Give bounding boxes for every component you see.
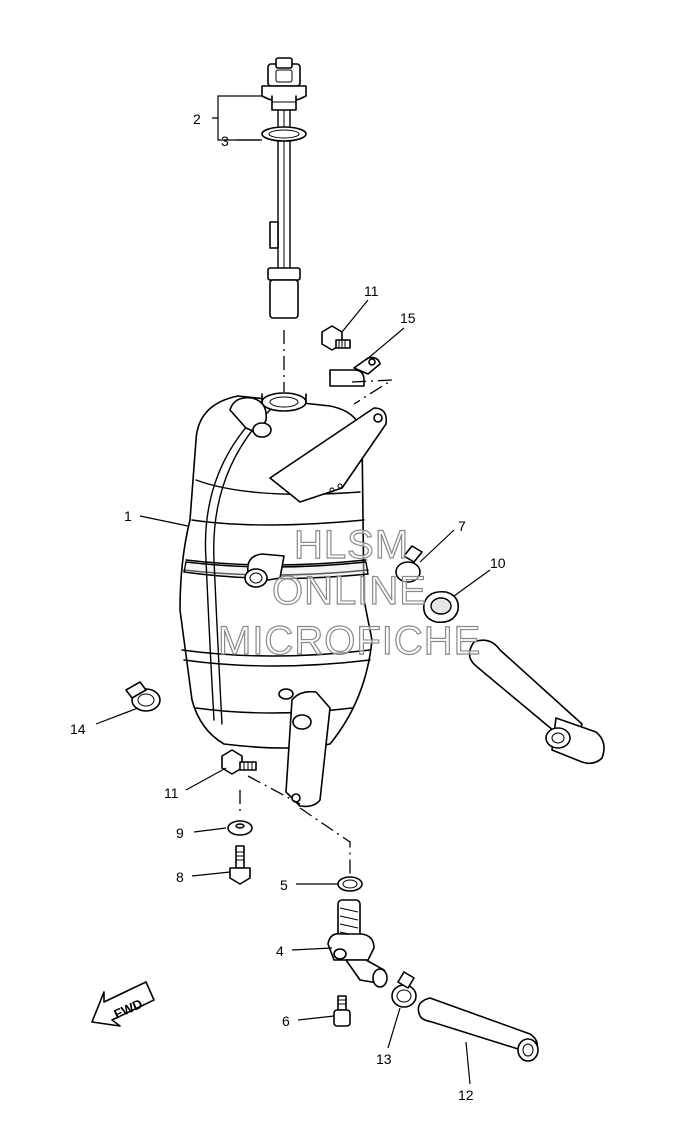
callout-1: 1 <box>124 508 132 524</box>
callout-8: 8 <box>176 869 184 885</box>
screw-6 <box>333 995 351 1027</box>
callout-14: 14 <box>70 721 86 737</box>
assembly-centerlines <box>239 330 395 874</box>
callout-10: 10 <box>490 555 506 571</box>
fuel-hose-right <box>468 639 605 765</box>
callout-11-lower: 11 <box>164 785 179 801</box>
callout-12: 12 <box>458 1087 474 1103</box>
callout-7: 7 <box>458 518 466 534</box>
watermark-line-3: MICROFICHE <box>218 619 481 663</box>
callout-3: 3 <box>221 133 229 149</box>
callout-4: 4 <box>276 943 284 959</box>
callout-labels: 2 3 11 15 1 7 10 14 11 9 8 5 4 6 13 12 <box>70 111 506 1103</box>
fuel-tank <box>179 392 388 808</box>
o-ring-3 <box>261 126 307 142</box>
bolt-11-lower <box>221 749 257 775</box>
callout-leaders <box>95 95 491 1085</box>
fuel-fitting-4 <box>327 899 388 988</box>
bolt-8 <box>229 845 251 885</box>
forward-arrow-icon: FWD <box>91 981 155 1027</box>
fuel-sender-unit <box>261 57 307 319</box>
callout-13: 13 <box>376 1051 392 1067</box>
callout-15: 15 <box>400 310 416 326</box>
hose-clamp-13 <box>391 971 417 1008</box>
callout-5: 5 <box>280 877 288 893</box>
callout-9: 9 <box>176 825 184 841</box>
o-ring-5 <box>337 876 363 892</box>
watermark-line-2: ONLINE <box>272 569 427 613</box>
watermark: HLSM ONLINE MICROFICHE <box>217 522 481 663</box>
bolt-11-upper <box>321 325 351 351</box>
hose-clamp-14 <box>125 681 161 712</box>
fuel-hose-12 <box>417 997 539 1062</box>
watermark-line-1: HLSM <box>294 523 409 567</box>
grommet-10 <box>422 590 460 624</box>
callout-2: 2 <box>193 111 201 127</box>
callout-6: 6 <box>282 1013 290 1029</box>
callout-11-upper: 11 <box>364 283 379 299</box>
hose-clamp-7 <box>395 545 423 583</box>
